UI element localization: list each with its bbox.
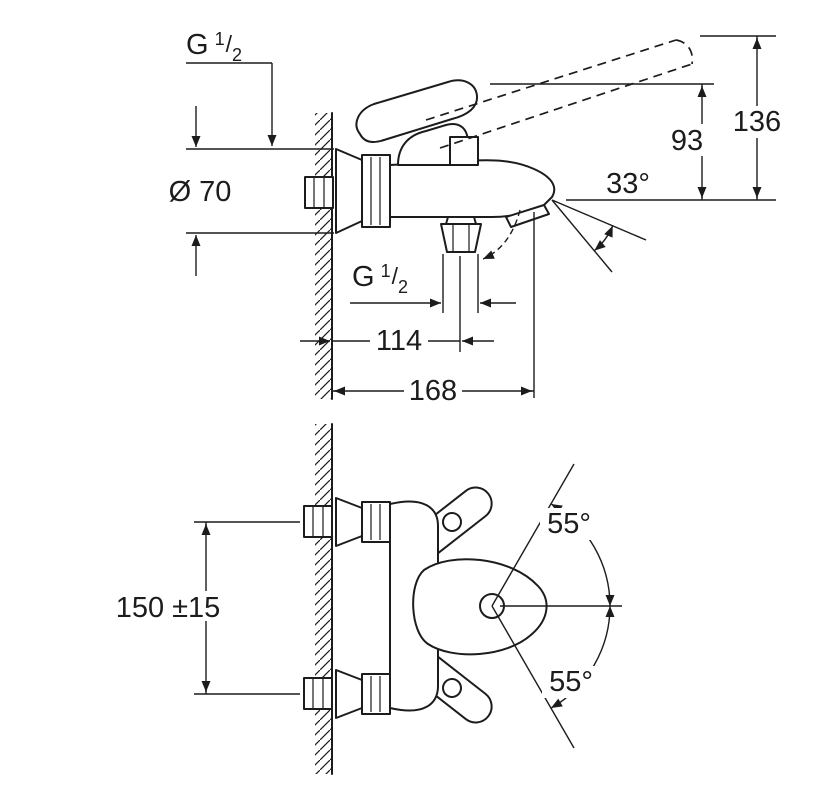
lever-handle-side bbox=[355, 79, 479, 143]
wall-section-front bbox=[315, 423, 333, 775]
faucet-front-profile bbox=[303, 486, 548, 724]
wall-section-side bbox=[315, 112, 333, 400]
faucet-side-profile bbox=[304, 39, 694, 260]
dimension-hose-thread bbox=[350, 254, 516, 313]
dimension-escutcheon-diameter bbox=[186, 106, 334, 276]
cartridge-dome bbox=[397, 123, 479, 166]
hose-connection-side bbox=[440, 216, 482, 253]
dimension-connection-spacing: 150 ±15 bbox=[114, 521, 300, 695]
dimension-wall-thread bbox=[186, 62, 277, 146]
inlet-union-side bbox=[304, 176, 334, 209]
dim-label-spout-reach: 168 bbox=[409, 375, 457, 407]
dim-label-hose-offset: 114 bbox=[376, 325, 422, 357]
diverter-knob bbox=[449, 136, 479, 166]
dimension-lever-swing: 55° 55° bbox=[491, 463, 622, 749]
dim-label-spout-angle: 33° bbox=[606, 168, 650, 200]
side-view-group: G1/2 Ø 70 93 136 33° G1/2 114 168 bbox=[169, 29, 790, 407]
diverter-flow-arrow bbox=[482, 209, 521, 260]
escutcheon-side bbox=[335, 148, 391, 234]
inlet-bottom-front bbox=[303, 669, 391, 719]
inlet-top-front bbox=[303, 497, 391, 547]
dim-label-lever-swing-up: 55° bbox=[547, 508, 591, 540]
lever-raised-dashed bbox=[425, 39, 694, 149]
spout-side bbox=[389, 159, 556, 228]
dim-label-connection-spacing: 150 ±15 bbox=[116, 592, 221, 624]
dim-label-escutcheon-diameter: Ø 70 bbox=[169, 176, 232, 208]
dimension-spout-reach bbox=[332, 212, 535, 398]
dim-label-lever-swing-down: 55° bbox=[549, 666, 593, 698]
front-view-group: 55° 55° 150 ±15 bbox=[114, 423, 622, 775]
dimension-spout-angle bbox=[551, 199, 647, 273]
dim-label-handle-height: 93 bbox=[671, 125, 703, 157]
dim-label-max-height: 136 bbox=[733, 106, 781, 138]
